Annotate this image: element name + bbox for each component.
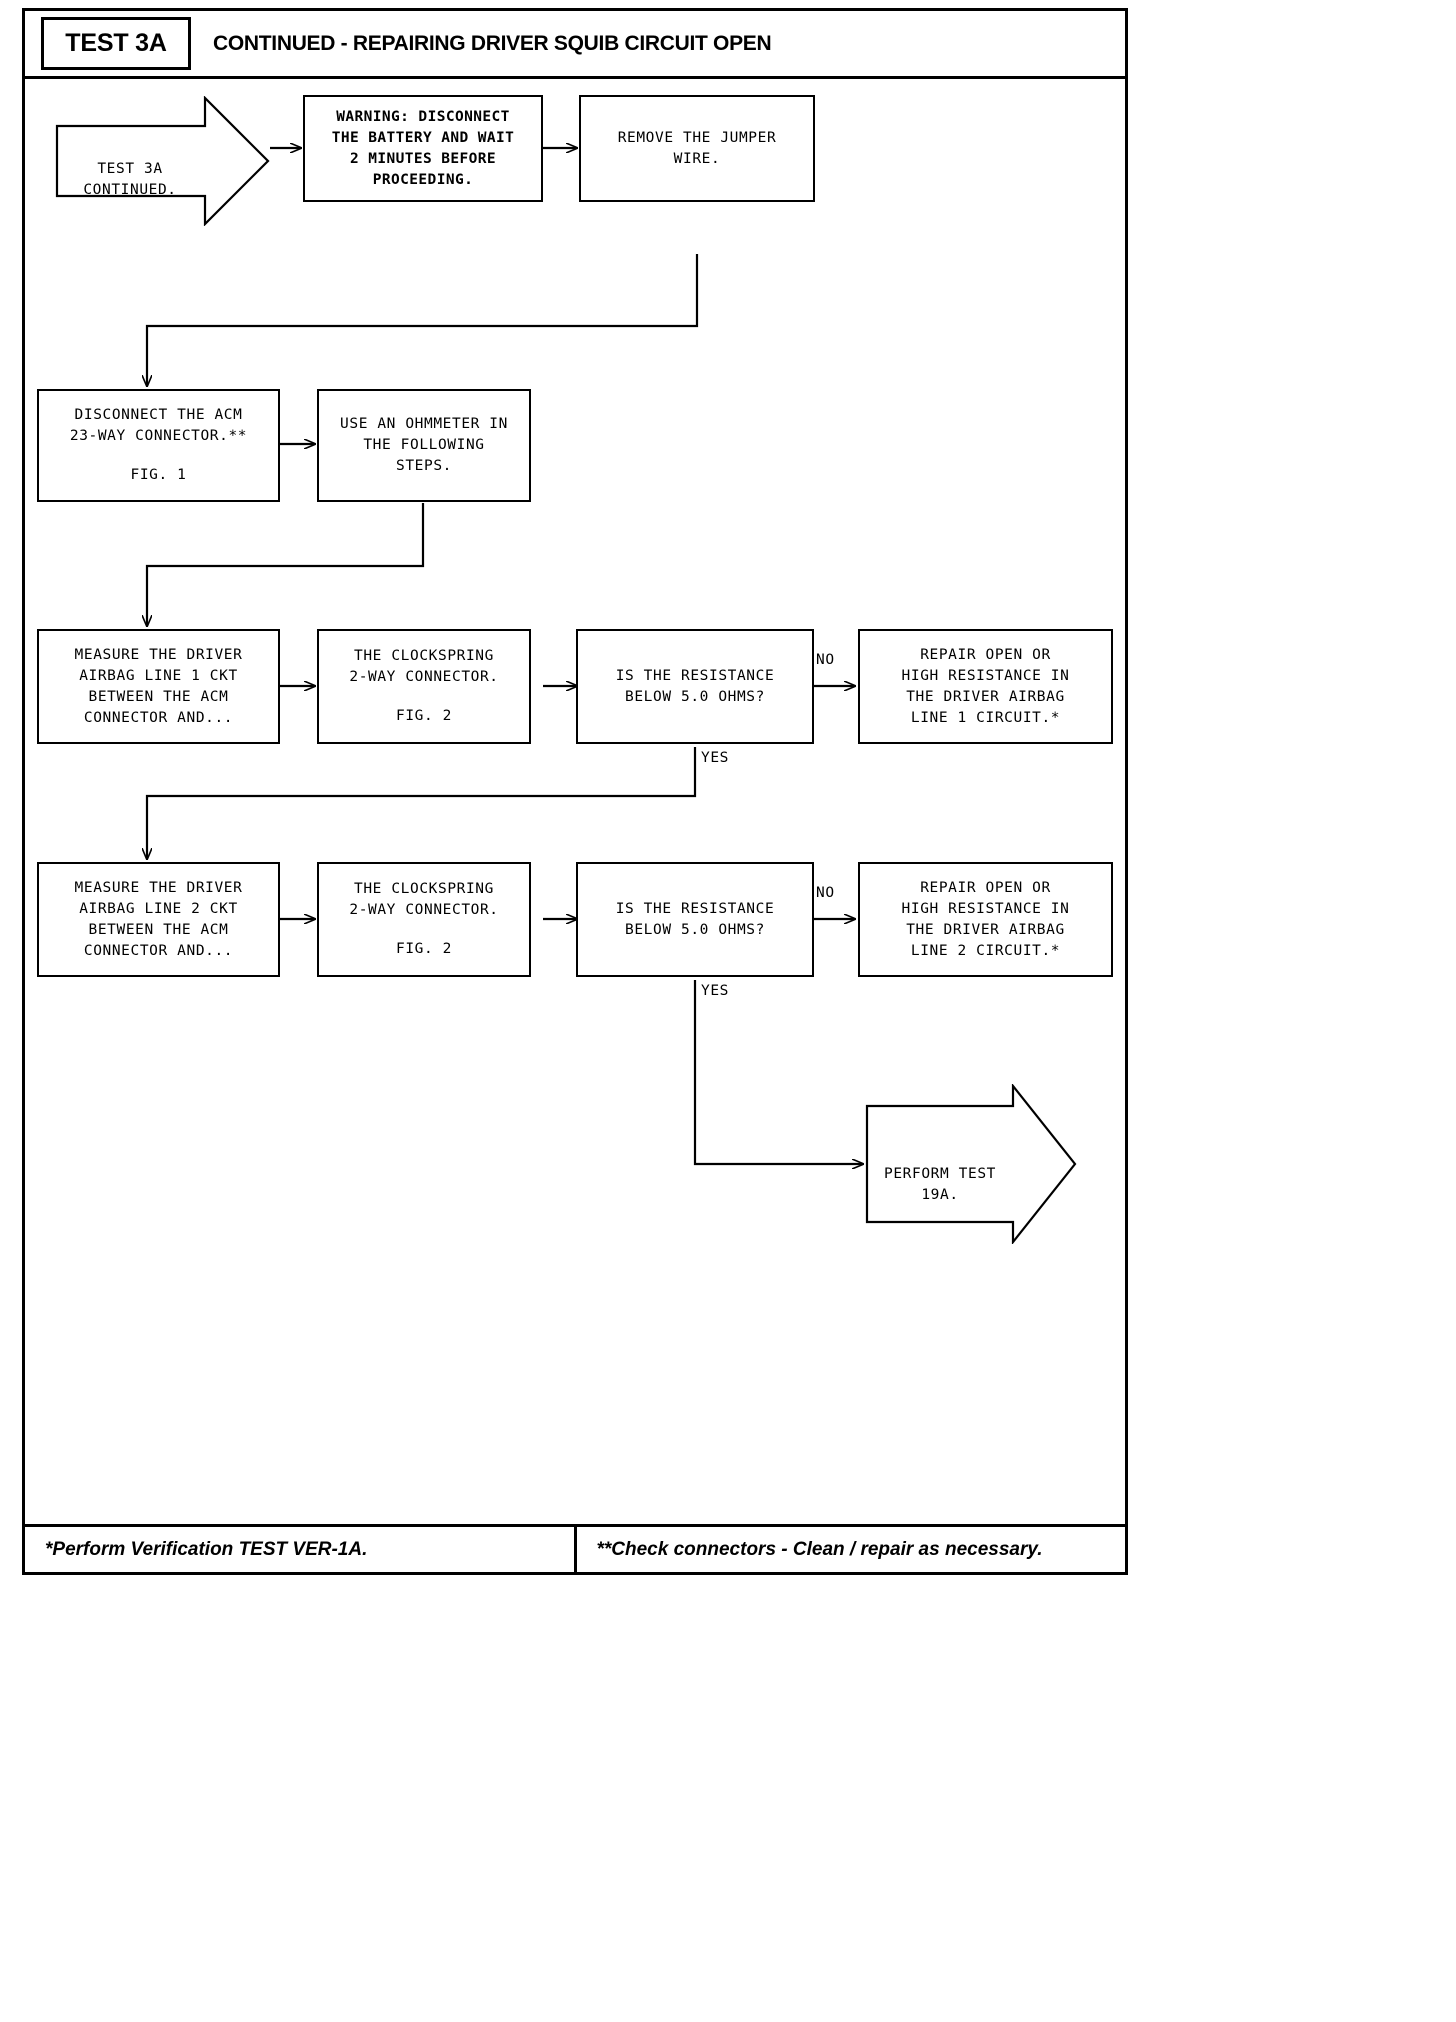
perform-test-terminator: PERFORM TEST 19A. bbox=[865, 1084, 1077, 1244]
clockspring1-line-2: 2-WAY CONNECTOR. bbox=[349, 669, 499, 685]
test-sheet-page: TEST 3A CONTINUED - REPAIRING DRIVER SQU… bbox=[22, 8, 1128, 1575]
repair-line2-text-3: THE DRIVER AIRBAG bbox=[906, 921, 1065, 938]
repair-line1-text-2: HIGH RESISTANCE IN bbox=[901, 667, 1070, 684]
measure-line1-text-1: MEASURE THE DRIVER bbox=[74, 646, 243, 663]
flow-connectors bbox=[25, 79, 1125, 1504]
measure-line1-text-3: BETWEEN THE ACM bbox=[88, 688, 229, 705]
disconnect-acm-line-2: 23-WAY CONNECTOR.** bbox=[69, 428, 248, 444]
repair-line2-text-1: REPAIR OPEN OR bbox=[920, 879, 1051, 896]
edge-label-yes-2: YES bbox=[701, 983, 729, 999]
clockspring1-line-1: THE CLOCKSPRING bbox=[354, 648, 494, 664]
remove-jumper-line-2: WIRE. bbox=[673, 150, 721, 167]
measure-line2-box: MEASURE THE DRIVER AIRBAG LINE 2 CKT BET… bbox=[37, 862, 280, 977]
remove-jumper-line-1: REMOVE THE JUMPER bbox=[617, 129, 777, 146]
footer-note-left: *Perform Verification TEST VER-1A. bbox=[45, 1538, 368, 1560]
resistance-question-2: IS THE RESISTANCE BELOW 5.0 OHMS? bbox=[576, 862, 814, 977]
remove-jumper-box: REMOVE THE JUMPER WIRE. bbox=[579, 95, 815, 202]
warning-line-2: THE BATTERY AND WAIT bbox=[331, 129, 515, 146]
start-line-2: CONTINUED. bbox=[83, 182, 177, 198]
repair-line1-text-1: REPAIR OPEN OR bbox=[920, 646, 1051, 663]
repair-line2-text-4: LINE 2 CIRCUIT.* bbox=[910, 942, 1061, 959]
repair-line1-box: REPAIR OPEN OR HIGH RESISTANCE IN THE DR… bbox=[858, 629, 1113, 744]
measure-line2-text-3: BETWEEN THE ACM bbox=[88, 921, 229, 938]
warning-line-3: 2 MINUTES BEFORE bbox=[349, 150, 497, 167]
perform-test-line-2: 19A. bbox=[921, 1187, 959, 1203]
resistance-q2-line-1: IS THE RESISTANCE bbox=[615, 900, 775, 917]
resistance-question-1: IS THE RESISTANCE BELOW 5.0 OHMS? bbox=[576, 629, 814, 744]
measure-line1-text-4: CONNECTOR AND... bbox=[83, 709, 234, 726]
perform-test-line-1: PERFORM TEST bbox=[884, 1166, 996, 1182]
perform-test-label: PERFORM TEST 19A. bbox=[867, 1143, 1013, 1206]
page-footer: *Perform Verification TEST VER-1A. **Che… bbox=[25, 1524, 1125, 1572]
flowchart-canvas: TEST 3A CONTINUED. WARNING: DISCONNECT T… bbox=[25, 79, 1125, 1504]
disconnect-acm-fig: FIG. 1 bbox=[130, 467, 187, 483]
warning-line-1: WARNING: DISCONNECT bbox=[336, 108, 510, 125]
disconnect-acm-line-1: DISCONNECT THE ACM bbox=[74, 407, 243, 423]
repair-line2-text-2: HIGH RESISTANCE IN bbox=[901, 900, 1070, 917]
use-ohmmeter-box: USE AN OHMMETER IN THE FOLLOWING STEPS. bbox=[317, 389, 531, 502]
repair-line1-text-3: THE DRIVER AIRBAG bbox=[906, 688, 1065, 705]
footer-note-right: **Check connectors - Clean / repair as n… bbox=[573, 1527, 1126, 1572]
measure-line1-text-2: AIRBAG LINE 1 CKT bbox=[79, 667, 238, 684]
use-ohmmeter-line-1: USE AN OHMMETER IN bbox=[340, 416, 508, 432]
resistance-q2-line-2: BELOW 5.0 OHMS? bbox=[625, 921, 765, 938]
warning-box: WARNING: DISCONNECT THE BATTERY AND WAIT… bbox=[303, 95, 543, 202]
edge-label-no-1: NO bbox=[816, 652, 835, 668]
edge-label-yes-1: YES bbox=[701, 750, 729, 766]
page-title: CONTINUED - REPAIRING DRIVER SQUIB CIRCU… bbox=[213, 31, 772, 55]
page-header: TEST 3A CONTINUED - REPAIRING DRIVER SQU… bbox=[25, 11, 1125, 79]
measure-line1-box: MEASURE THE DRIVER AIRBAG LINE 1 CKT BET… bbox=[37, 629, 280, 744]
repair-line1-text-4: LINE 1 CIRCUIT.* bbox=[910, 709, 1061, 726]
measure-line2-text-2: AIRBAG LINE 2 CKT bbox=[79, 900, 238, 917]
clockspring2-fig: FIG. 2 bbox=[396, 941, 452, 957]
use-ohmmeter-line-3: STEPS. bbox=[396, 458, 452, 474]
clockspring2-box: THE CLOCKSPRING 2-WAY CONNECTOR. FIG. 2 bbox=[317, 862, 531, 977]
measure-line2-text-4: CONNECTOR AND... bbox=[83, 942, 234, 959]
clockspring2-line-1: THE CLOCKSPRING bbox=[354, 881, 494, 897]
clockspring2-line-2: 2-WAY CONNECTOR. bbox=[349, 902, 499, 918]
clockspring1-box: THE CLOCKSPRING 2-WAY CONNECTOR. FIG. 2 bbox=[317, 629, 531, 744]
start-terminator: TEST 3A CONTINUED. bbox=[55, 96, 270, 226]
resistance-q1-line-1: IS THE RESISTANCE bbox=[615, 667, 775, 684]
disconnect-acm-box: DISCONNECT THE ACM 23-WAY CONNECTOR.** F… bbox=[37, 389, 280, 502]
start-terminator-label: TEST 3A CONTINUED. bbox=[55, 138, 205, 201]
repair-line2-box: REPAIR OPEN OR HIGH RESISTANCE IN THE DR… bbox=[858, 862, 1113, 977]
resistance-q1-line-2: BELOW 5.0 OHMS? bbox=[625, 688, 765, 705]
warning-line-4: PROCEEDING. bbox=[372, 171, 474, 188]
clockspring1-fig: FIG. 2 bbox=[396, 708, 452, 724]
use-ohmmeter-line-2: THE FOLLOWING bbox=[363, 437, 485, 453]
start-line-1: TEST 3A bbox=[97, 161, 163, 177]
edge-label-no-2: NO bbox=[816, 885, 835, 901]
measure-line2-text-1: MEASURE THE DRIVER bbox=[74, 879, 243, 896]
test-id-badge: TEST 3A bbox=[41, 17, 191, 70]
